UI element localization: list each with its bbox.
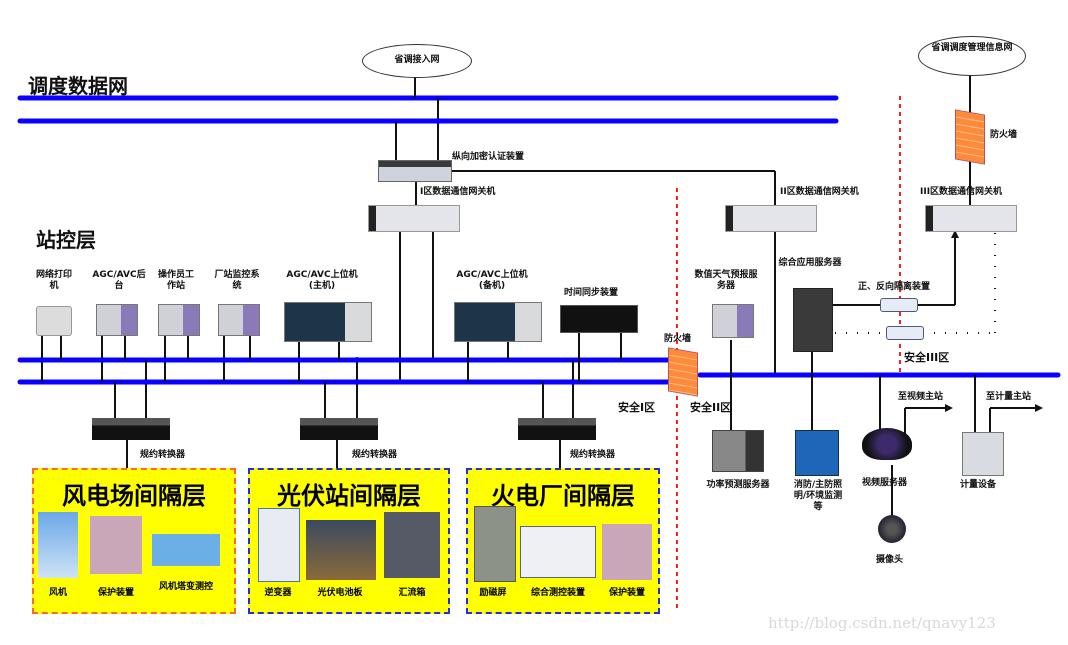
- gateway-zone3: [925, 205, 1017, 232]
- protection-device-icon: [602, 524, 652, 580]
- protection-device-icon: [90, 516, 142, 574]
- vertical-encryption-device: [378, 160, 452, 182]
- excitation-cabinet-icon: [474, 506, 516, 582]
- meter-icon: [962, 432, 1004, 476]
- forward-isolation-arrow-icon: [880, 298, 918, 312]
- firewall-icon: [668, 347, 698, 397]
- workstation-icon: [712, 304, 754, 338]
- solar-panel-icon: [306, 520, 376, 580]
- server-main-icon: [284, 302, 372, 342]
- tower-server-icon: [793, 288, 833, 352]
- printer-icon: [36, 306, 72, 336]
- pc-icon: [712, 430, 764, 472]
- layer-title-dispatch: 调度数据网: [28, 74, 128, 98]
- protocol-converter-2: [300, 418, 378, 440]
- dome-camera-icon: [862, 428, 912, 460]
- turbine-monitor-icon: [152, 534, 220, 566]
- zone-label-3: 安全III区: [904, 351, 950, 364]
- workstation-icon: [158, 304, 200, 336]
- protocol-converter-1: [92, 418, 170, 440]
- camera-icon: [878, 515, 906, 543]
- bay-wind: 风电场间隔层 风机 保护装置 风机塔变测控: [32, 468, 236, 614]
- cloud-provincial-access: 省调接入网: [362, 44, 472, 78]
- watermark: http://blog.csdn.net/qnavy123: [768, 614, 996, 632]
- measurement-control-icon: [520, 526, 596, 578]
- workstation-icon: [218, 304, 260, 336]
- protocol-converter-3: [518, 418, 596, 440]
- firewall-icon: [955, 109, 985, 165]
- bay-solar: 光伏站间隔层 逆变器 光伏电池板 汇流箱: [248, 468, 450, 614]
- fire-monitor-icon: [795, 430, 839, 476]
- zone-label-2: 安全II区: [690, 401, 732, 414]
- gateway-zone2: [725, 205, 817, 232]
- workstation-icon: [96, 304, 138, 336]
- zone-label-1: 安全I区: [618, 401, 656, 414]
- server-backup-icon: [454, 302, 542, 342]
- bay-thermal: 火电厂间隔层 励磁屏 综合测控装置 保护装置: [466, 468, 660, 614]
- time-sync-icon: [560, 305, 638, 333]
- wind-turbine-icon: [38, 512, 78, 578]
- reverse-isolation-arrow-icon: [886, 326, 924, 340]
- layer-title-station: 站控层: [36, 228, 96, 252]
- combiner-box-icon: [384, 512, 440, 578]
- cloud-mis-network: 省调调度管理信息网: [918, 36, 1026, 76]
- inverter-icon: [258, 508, 300, 582]
- gateway-zone1: [368, 205, 460, 232]
